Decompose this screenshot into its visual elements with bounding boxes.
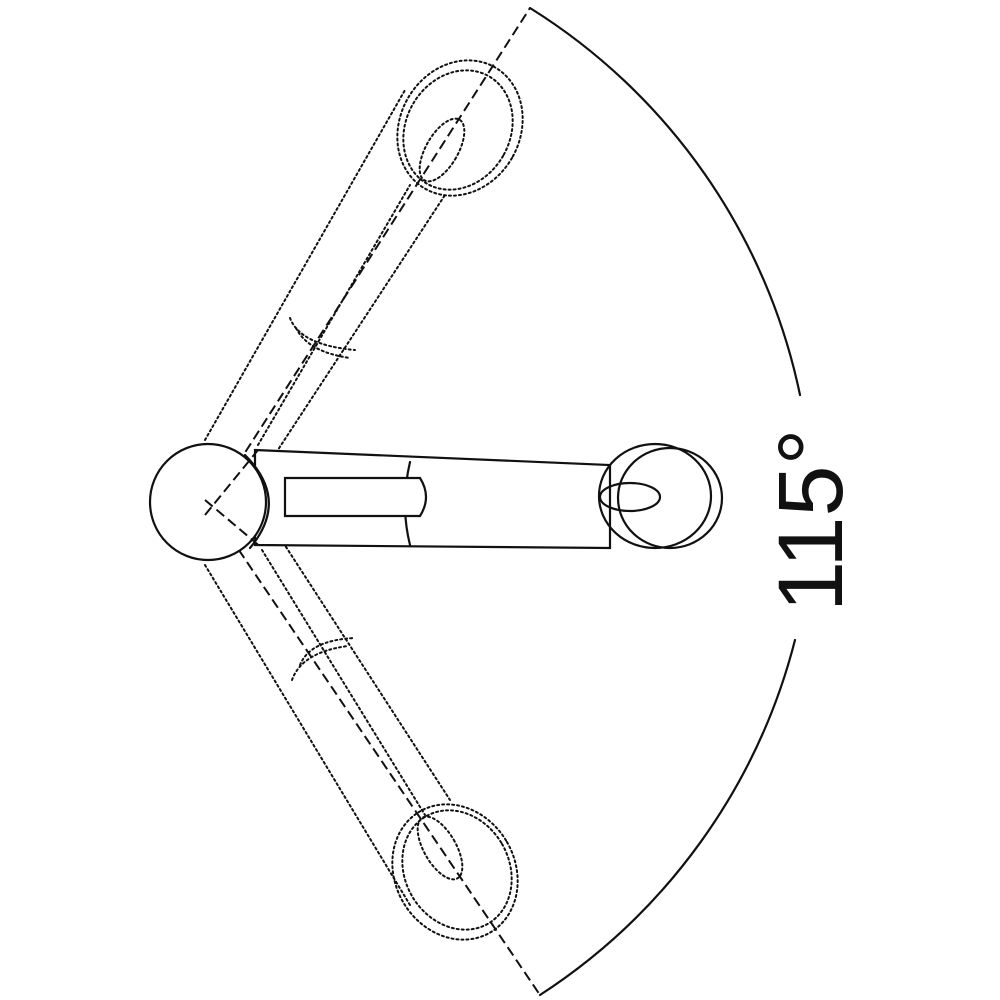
upper-swing-limit-line xyxy=(204,7,531,516)
faucet-base-collar xyxy=(243,453,270,550)
lower-swing-limit-line xyxy=(204,499,541,996)
upper-spout-joint-arc xyxy=(289,317,356,351)
angle-arc-upper xyxy=(528,6,802,397)
lower-spout-joint-arc-2 xyxy=(291,645,349,681)
lower-spout-head-outer xyxy=(391,803,519,941)
upper-spout-joint-arc-2 xyxy=(295,327,351,359)
upper-spout-head-outer xyxy=(396,59,524,197)
center-spout xyxy=(253,442,724,550)
upper-spout-edge-outer xyxy=(204,89,406,441)
upper-spout-ghost xyxy=(204,59,524,466)
lower-spout-aerator xyxy=(416,815,464,881)
center-lever-stem xyxy=(283,476,428,518)
lower-spout-ghost xyxy=(204,529,519,941)
lower-spout-edge-inner xyxy=(274,529,451,801)
center-spout-head-outer xyxy=(616,446,724,550)
lower-spout-joint-arc xyxy=(299,637,356,666)
center-spout-aerator xyxy=(598,481,662,513)
angle-arc-lower xyxy=(538,638,797,997)
pivot-axis-upper xyxy=(204,449,259,516)
upper-spout-aerator xyxy=(418,117,466,183)
lower-spout-edge-outer xyxy=(204,564,411,906)
angle-label: 115° xyxy=(760,429,862,612)
upper-spout-edge-mid xyxy=(257,184,411,446)
pivot-axis-lower xyxy=(204,499,263,549)
upper-spout-edge-inner xyxy=(267,194,446,466)
lower-spout-edge-mid xyxy=(261,549,426,816)
faucet-base xyxy=(148,442,270,562)
upper-spout-head-inner xyxy=(402,69,514,191)
lower-spout-head-inner xyxy=(401,809,513,931)
